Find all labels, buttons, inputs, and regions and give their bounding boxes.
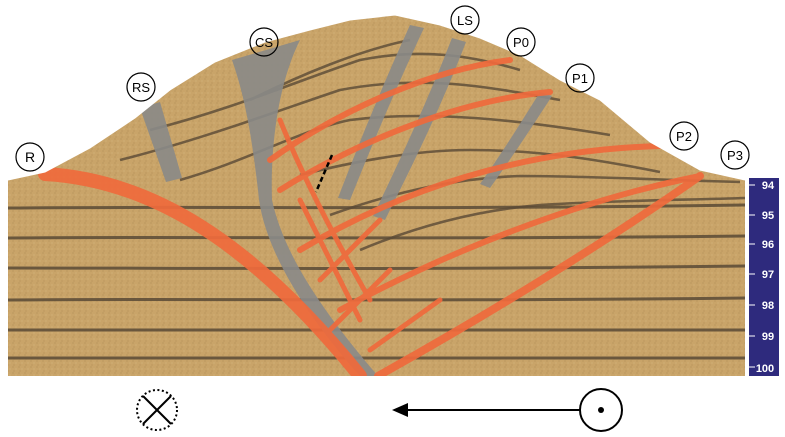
label-R: R [25,149,35,165]
label-P0: P0 [513,35,529,50]
scale-label-100: 100 [756,363,774,375]
label-CS: CS [255,35,273,50]
depth-scale: 94 95 96 97 98 99 100 [749,178,779,376]
label-RS: RS [132,80,150,95]
scale-label-96: 96 [762,239,774,251]
cross-circle-icon [137,390,177,430]
scale-label-94: 94 [762,180,775,192]
label-P3: P3 [727,148,743,163]
scale-label-99: 99 [762,331,774,343]
flat-layer-2 [8,236,745,238]
left-arrow-icon [392,403,580,417]
flat-layer-5 [8,330,745,331]
flat-layer-4 [8,298,745,300]
scale-label-98: 98 [762,300,774,312]
label-LS: LS [457,13,473,28]
label-P2: P2 [676,129,692,144]
scale-label-97: 97 [762,269,774,281]
label-P1: P1 [572,71,588,86]
scale-label-95: 95 [762,210,774,222]
dot-circle-icon [580,389,622,431]
